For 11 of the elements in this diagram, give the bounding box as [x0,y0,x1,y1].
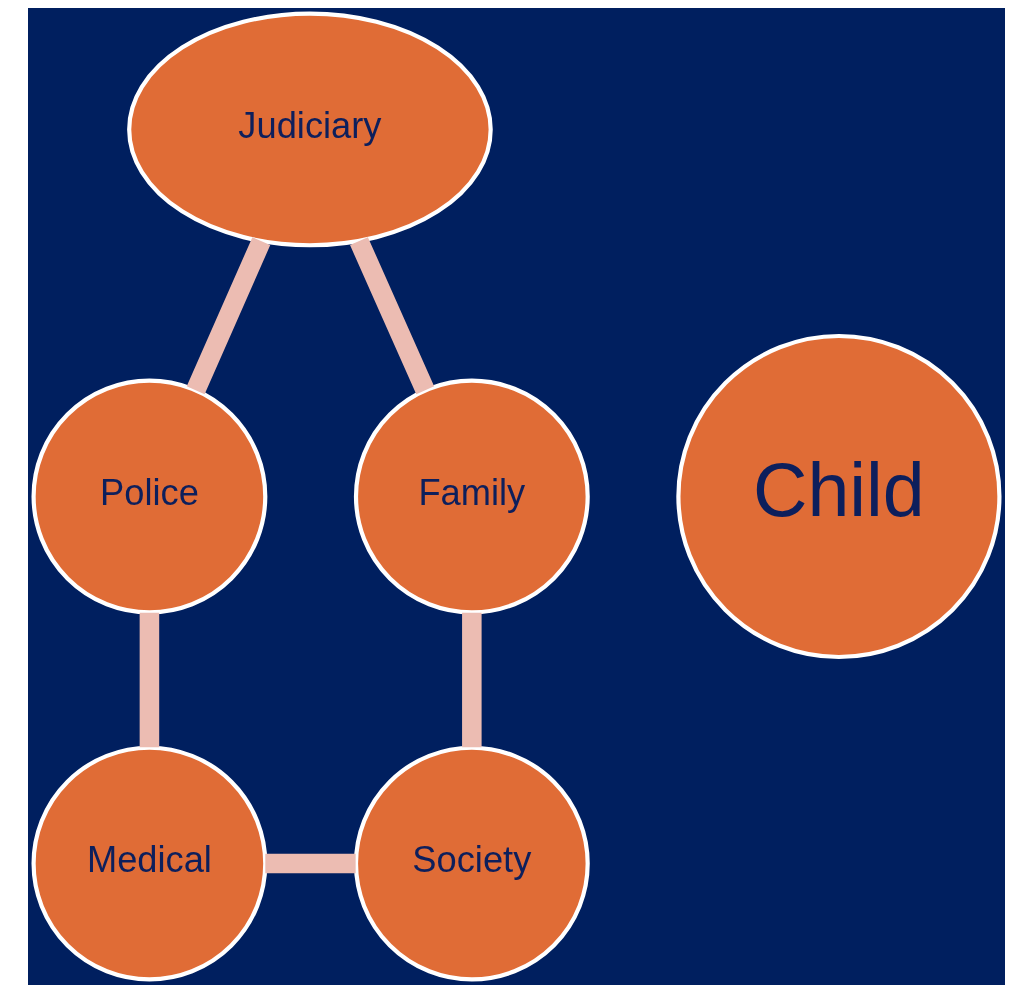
connector [264,853,356,874]
node-circle: Police [31,378,267,615]
node-circle: Child [675,333,1001,660]
connector [461,612,482,748]
connector [349,237,434,395]
node-ellipse: Judiciary [126,11,493,248]
node-circle: Society [353,745,590,982]
connector [186,237,270,395]
connector [139,612,159,748]
node-circle: Family [353,378,590,615]
node-circle: Medical [31,745,267,982]
